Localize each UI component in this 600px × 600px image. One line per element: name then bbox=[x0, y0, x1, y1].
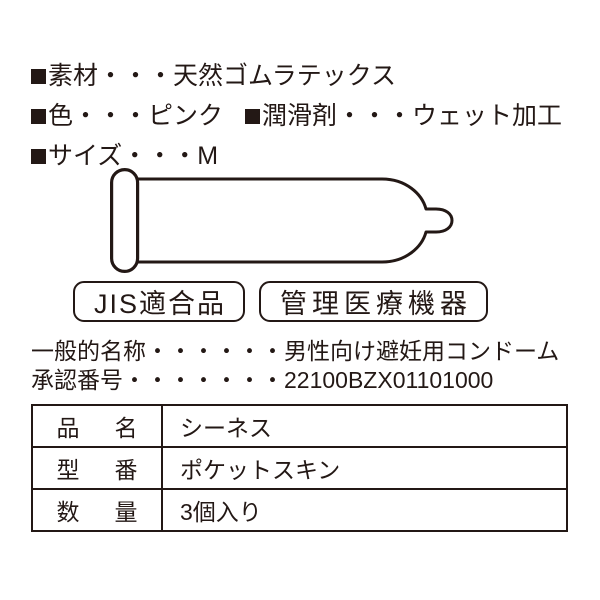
table-row-label: 数 量 bbox=[31, 488, 163, 532]
controlled-medical-device-badge-label: 管理医療機器 bbox=[280, 289, 472, 319]
spec-line-material: 素材・・・天然ゴムラテックス bbox=[31, 56, 571, 96]
product-detail-table: 品 名 シーネス 型 番 ポケットスキン 数 量 3個入り bbox=[31, 404, 568, 532]
jis-conformity-badge: JIS適合品 bbox=[73, 281, 245, 322]
table-row: 型 番 ポケットスキン bbox=[31, 446, 568, 490]
approval-number-dots: ・・・・・・・ bbox=[123, 367, 284, 393]
table-row: 数 量 3個入り bbox=[31, 488, 568, 532]
table-row-label: 品 名 bbox=[31, 404, 163, 448]
table-row-value: 3個入り bbox=[161, 488, 568, 532]
condom-body-shape bbox=[130, 177, 454, 264]
jis-conformity-badge-label: JIS適合品 bbox=[93, 289, 226, 319]
spec-color-text: 色・・・ピンク bbox=[48, 101, 224, 130]
spec-segment: 潤滑剤・・・ウェット加工 bbox=[245, 101, 563, 130]
leader-line-group: 一般的名称・・・・・・男性向け避妊用コンドーム 承認番号・・・・・・・22100… bbox=[31, 337, 576, 395]
condom-illustration bbox=[110, 168, 455, 273]
filled-square-bullet-icon bbox=[245, 108, 261, 124]
spec-material-text: 素材・・・天然ゴムラテックス bbox=[48, 61, 397, 90]
spec-line-color-lubricant: 色・・・ピンク 潤滑剤・・・ウェット加工 bbox=[31, 96, 571, 136]
spec-segment: 色・・・ピンク bbox=[31, 101, 224, 130]
filled-square-bullet-icon bbox=[31, 148, 46, 164]
spec-bullet-list: 素材・・・天然ゴムラテックス 色・・・ピンク 潤滑剤・・・ウェット加工 サイズ・… bbox=[31, 56, 571, 176]
certification-badge-row: JIS適合品 管理医療機器 bbox=[73, 281, 488, 322]
table-row-value: ポケットスキン bbox=[161, 446, 568, 490]
spec-size-text: サイズ・・・M bbox=[48, 141, 219, 170]
generic-name-dots: ・・・・・・ bbox=[146, 338, 284, 364]
spec-segment: 素材・・・天然ゴムラテックス bbox=[31, 61, 397, 90]
approval-number-line: 承認番号・・・・・・・22100BZX01101000 bbox=[31, 366, 576, 395]
approval-number-label: 承認番号 bbox=[31, 367, 123, 393]
generic-name-label: 一般的名称 bbox=[31, 338, 146, 364]
approval-number-value: 22100BZX01101000 bbox=[284, 367, 494, 393]
condom-line-drawing-icon bbox=[110, 168, 454, 273]
table-row-label: 型 番 bbox=[31, 446, 163, 490]
table-row: 品 名 シーネス bbox=[31, 404, 568, 448]
spec-lubricant-text: 潤滑剤・・・ウェット加工 bbox=[262, 101, 563, 130]
generic-name-line: 一般的名称・・・・・・男性向け避妊用コンドーム bbox=[31, 337, 576, 366]
controlled-medical-device-badge: 管理医療機器 bbox=[259, 281, 488, 322]
filled-square-bullet-icon bbox=[31, 68, 46, 84]
generic-name-value: 男性向け避妊用コンドーム bbox=[284, 338, 560, 364]
filled-square-bullet-icon bbox=[31, 108, 46, 124]
condom-ring-shape bbox=[110, 168, 140, 273]
table-row-value: シーネス bbox=[161, 404, 568, 448]
spec-segment: サイズ・・・M bbox=[31, 141, 219, 170]
spec-line-size: サイズ・・・M bbox=[31, 136, 571, 176]
